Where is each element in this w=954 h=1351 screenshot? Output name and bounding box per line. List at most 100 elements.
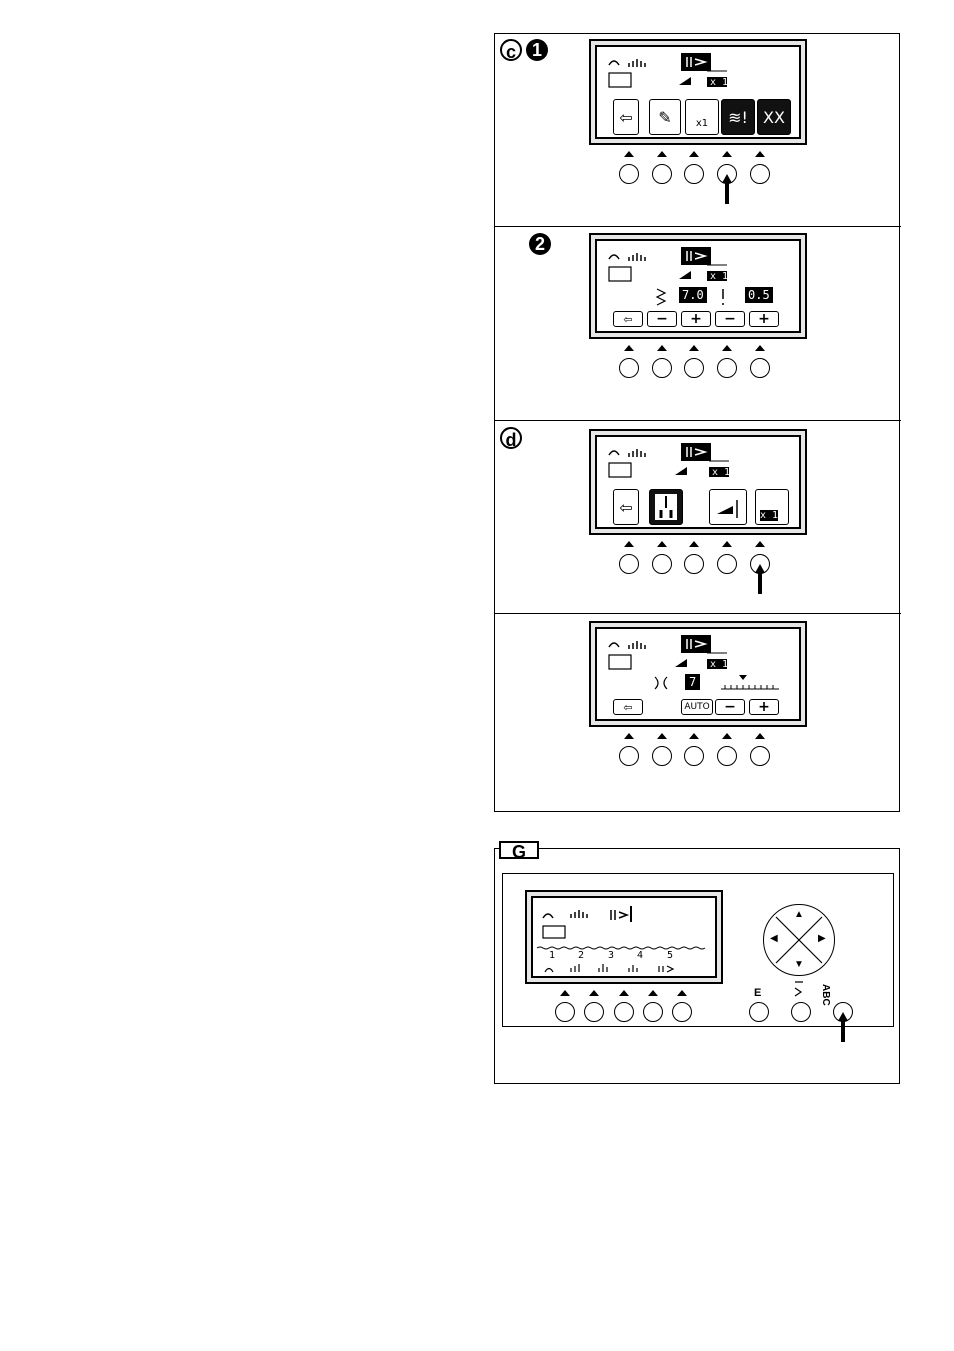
button-pointer <box>722 733 732 739</box>
function-button-4[interactable] <box>717 746 737 766</box>
needle-icon <box>651 490 681 524</box>
button-pointer <box>589 990 599 996</box>
pattern-number-3: 3 <box>608 950 614 961</box>
arrow-down-icon[interactable]: ▼ <box>794 959 804 970</box>
button-pointer <box>560 990 570 996</box>
step-letter-d: d <box>500 427 522 449</box>
arrow-right-icon[interactable]: ▶ <box>818 933 826 944</box>
button-pointer <box>689 541 699 547</box>
lcd-screen: 1 2 3 4 5 <box>525 890 723 984</box>
button-pointer <box>755 541 765 547</box>
function-button-5[interactable] <box>750 746 770 766</box>
needle-position-key[interactable] <box>649 489 683 525</box>
button-pointer <box>677 990 687 996</box>
button-pointer <box>722 345 732 351</box>
button-pointer <box>657 151 667 157</box>
function-button-4[interactable] <box>717 358 737 378</box>
procedure-panel: c 1 x 1 ⇦ ✎ x1 ≋! XX <box>494 33 900 812</box>
lcd-screen: x 1 7 ⇦ AUTO − + <box>589 621 807 727</box>
function-button-3[interactable] <box>684 746 704 766</box>
function-button-1[interactable] <box>619 746 639 766</box>
button-pointer <box>755 345 765 351</box>
step-number-2: 2 <box>529 233 551 255</box>
length-plus-key[interactable]: + <box>749 311 779 327</box>
thread-key[interactable]: ✎ <box>649 99 681 135</box>
back-key[interactable]: ⇦ <box>613 489 639 525</box>
auto-key[interactable]: AUTO <box>681 699 713 715</box>
button-pointer <box>755 151 765 157</box>
function-button-2[interactable] <box>652 358 672 378</box>
step-letter-c: c <box>500 39 522 61</box>
repeat-badge: x 1 <box>710 271 728 282</box>
press-arrow-icon <box>838 1012 848 1042</box>
button-pointer <box>624 151 634 157</box>
repeat-key[interactable]: x1 <box>685 99 719 135</box>
control-panel: 1 2 3 4 5 ▲ ▼ ◀ ▶ E <box>502 873 894 1027</box>
function-button-4[interactable] <box>717 554 737 574</box>
function-button-1[interactable] <box>619 358 639 378</box>
repeat-badge: x 1 <box>710 659 728 670</box>
function-button-4[interactable] <box>643 1002 663 1022</box>
function-button-2[interactable] <box>652 554 672 574</box>
length-minus-key[interactable]: − <box>715 311 745 327</box>
function-button-2[interactable] <box>652 746 672 766</box>
step-number-1: 1 <box>526 39 548 61</box>
button-pointer <box>619 990 629 996</box>
length-value: 0.5 <box>745 287 773 303</box>
function-button-2[interactable] <box>652 164 672 184</box>
step-d2: x 1 7 ⇦ AUTO − + <box>495 614 901 813</box>
repeat-badge: x 1 <box>710 77 728 88</box>
step-c2: 2 x 1 7.0 0.5 ⇦ − <box>495 227 901 421</box>
panel-g: G 1 2 3 4 <box>494 848 900 1084</box>
button-pointer <box>689 733 699 739</box>
width-length-key[interactable]: ≋! <box>721 99 755 135</box>
function-button-1[interactable] <box>619 164 639 184</box>
button-pointer <box>657 733 667 739</box>
function-button-1[interactable] <box>619 554 639 574</box>
navigation-pad[interactable]: ▲ ▼ ◀ ▶ <box>763 904 835 976</box>
pattern-number-2: 2 <box>578 950 584 961</box>
function-button-5[interactable] <box>750 358 770 378</box>
function-button-1[interactable] <box>555 1002 575 1022</box>
tension-plus-key[interactable]: + <box>749 699 779 715</box>
button-pointer <box>689 151 699 157</box>
stitch-select-button[interactable] <box>791 1002 811 1022</box>
function-button-3[interactable] <box>684 554 704 574</box>
e-button-label: E <box>754 987 761 999</box>
arrow-left-icon[interactable]: ◀ <box>770 933 778 944</box>
function-button-2[interactable] <box>584 1002 604 1022</box>
function-button-3[interactable] <box>684 164 704 184</box>
button-pointer <box>657 541 667 547</box>
e-button[interactable] <box>749 1002 769 1022</box>
repeat-key[interactable]: x 1 <box>755 489 789 525</box>
button-pointer <box>722 151 732 157</box>
back-key[interactable]: ⇦ <box>613 99 639 135</box>
button-pointer <box>689 345 699 351</box>
lcd-screen: x 1 ⇦ ✎ x1 ≋! XX <box>589 39 807 145</box>
button-pointer <box>624 345 634 351</box>
width-plus-key[interactable]: + <box>681 311 711 327</box>
pattern-number-5: 5 <box>667 950 673 961</box>
button-pointer <box>624 541 634 547</box>
back-key[interactable]: ⇦ <box>613 311 643 327</box>
pattern-number-4: 4 <box>637 950 643 961</box>
width-minus-key[interactable]: − <box>647 311 677 327</box>
button-pointer <box>722 541 732 547</box>
panel-label: G <box>499 841 539 859</box>
press-arrow-icon <box>755 564 765 594</box>
repeat-badge: x 1 <box>712 467 730 478</box>
arrow-up-icon[interactable]: ▲ <box>794 909 804 920</box>
pattern-number-1: 1 <box>549 950 555 961</box>
function-button-5[interactable] <box>672 1002 692 1022</box>
stitch-select-icon <box>793 978 807 1000</box>
tension-key[interactable]: XX <box>757 99 791 135</box>
function-button-3[interactable] <box>684 358 704 378</box>
function-button-5[interactable] <box>750 164 770 184</box>
back-key[interactable]: ⇦ <box>613 699 643 715</box>
button-pointer <box>624 733 634 739</box>
tension-minus-key[interactable]: − <box>715 699 745 715</box>
button-pointer <box>755 733 765 739</box>
step-c1: c 1 x 1 ⇦ ✎ x1 ≋! XX <box>495 34 901 227</box>
function-button-3[interactable] <box>614 1002 634 1022</box>
length-key[interactable] <box>709 489 747 525</box>
